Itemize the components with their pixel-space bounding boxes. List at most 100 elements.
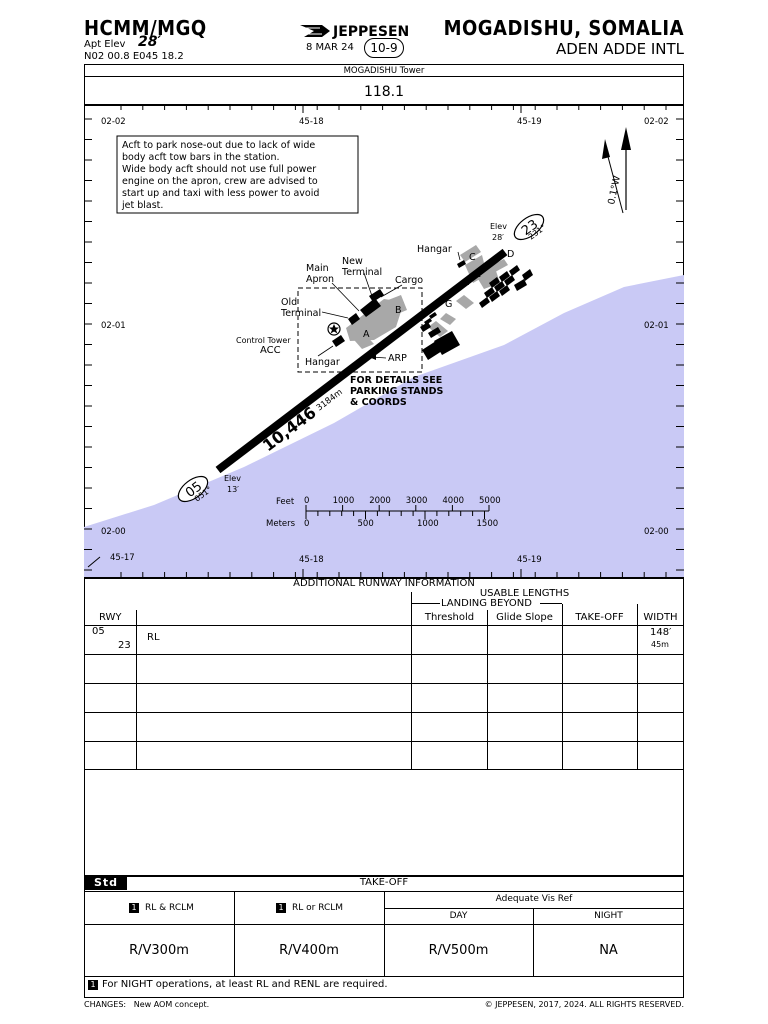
- label-main-apron-1: Main: [306, 263, 329, 274]
- adequate-vis-ref: Adequate Vis Ref: [495, 894, 573, 904]
- scale-feet-tick: 1000: [333, 496, 355, 506]
- col-day: DAY: [449, 911, 468, 921]
- lat-label-mid-left: 02-01: [101, 321, 126, 331]
- label-acc: ACC: [260, 345, 281, 356]
- elev-23-label: Elev: [490, 222, 507, 231]
- runway-info-title: ADDITIONAL RUNWAY INFORMATION: [293, 578, 475, 589]
- landing-beyond: LANDING BEYOND: [441, 598, 532, 609]
- note-line: Acft to park nose-out due to lack of wid…: [122, 140, 315, 151]
- takeoff-val1: R/V300m: [129, 943, 189, 958]
- taxiway-f: F: [467, 277, 472, 288]
- lat-label-bottom-right: 02-00: [644, 527, 669, 537]
- taxiway-g: G: [445, 299, 452, 310]
- scale-meter-tick: 1000: [417, 519, 439, 529]
- terminal-block: [509, 265, 520, 276]
- col-glide-slope: Glide Slope: [496, 612, 553, 623]
- airport-coords: N02 00.8 E045 18.2: [84, 51, 184, 62]
- takeoff-val2: R/V400m: [279, 943, 339, 958]
- runway-05-23[interactable]: [215, 248, 508, 474]
- note-line: Wide body acft should not use full power: [122, 164, 316, 175]
- elev-23-value: 28′: [492, 233, 504, 242]
- airport-diagram[interactable]: 02-02 02-02 02-01 02-01 02-00 02-00 45-1…: [84, 105, 684, 577]
- airport-code: HCMM/MGQ: [84, 16, 207, 40]
- label-new-terminal-2: Terminal: [341, 267, 382, 278]
- label-old-terminal-1: Old: [281, 297, 297, 308]
- row-rwy-05: 05: [92, 626, 105, 637]
- sea-area: [84, 275, 684, 577]
- label-hangar-ne: Hangar: [417, 244, 452, 255]
- takeoff-title: TAKE-OFF: [359, 877, 409, 888]
- taxiway-a: A: [363, 329, 370, 340]
- lon-label-top-2: 45-19: [517, 117, 542, 127]
- airport-name: ADEN ADDE INTL: [555, 40, 684, 58]
- lon-label-bottom-2: 45-19: [517, 555, 542, 565]
- apt-elev-value: 28′: [138, 34, 162, 50]
- terminal-block: [484, 287, 495, 298]
- terminal-block: [522, 269, 533, 281]
- terminal-block: [499, 285, 510, 296]
- row-width-m: 45m: [651, 640, 669, 649]
- tower-label: MOGADISHU Tower: [343, 66, 425, 76]
- runway-end-05[interactable]: 05: [174, 472, 212, 507]
- col-rwy: RWY: [99, 612, 122, 623]
- scale-meter-tick: 500: [358, 519, 374, 529]
- row-width-ft: 148′: [650, 627, 672, 638]
- col-threshold: Threshold: [424, 612, 475, 623]
- terminal-block: [514, 279, 527, 291]
- label-main-apron-2: Apron: [306, 274, 334, 285]
- buildings: [332, 260, 466, 360]
- std-badge: Std: [85, 876, 127, 890]
- row-lights: RL: [147, 632, 160, 643]
- scale-feet-tick: 2000: [369, 496, 391, 506]
- lat-label-bottom-left: 02-00: [101, 527, 126, 537]
- note-marker-1: 1: [129, 903, 139, 913]
- scale-feet-tick: 3000: [406, 496, 428, 506]
- note-line: engine on the apron, crew are advised to: [122, 176, 318, 187]
- jeppesen-logo-icon: JEPPESEN: [300, 24, 409, 40]
- scale-feet-tick: 5000: [479, 496, 501, 506]
- tower-frequency: 118.1: [363, 84, 405, 100]
- parking-note: Acft to park nose-out due to lack of wid…: [121, 140, 319, 211]
- chart-number: 10-9: [364, 38, 404, 58]
- takeoff-val4: NA: [599, 943, 618, 958]
- col-width: WIDTH: [643, 612, 678, 623]
- label-hangar-sw: Hangar: [305, 357, 340, 368]
- details-note-2: PARKING STANDS: [350, 386, 443, 397]
- takeoff-col2: RL or RCLM: [292, 903, 344, 913]
- taxiway-c: C: [469, 252, 476, 263]
- svg-text:Meters: Meters: [266, 519, 296, 529]
- takeoff-col1: RL & RCLM: [145, 903, 194, 913]
- details-note-1: FOR DETAILS SEE: [350, 375, 442, 386]
- taxiway-e: E: [475, 269, 481, 280]
- label-cargo: Cargo: [395, 275, 423, 286]
- changes-note: CHANGES: New AOM concept.: [84, 1000, 210, 1009]
- note-box: [116, 135, 359, 214]
- lon-label-bottom-1: 45-18: [299, 555, 324, 565]
- city-name: MOGADISHU, SOMALIA: [443, 16, 684, 40]
- svg-text:Feet: Feet: [276, 497, 295, 507]
- scale-meter-tick: 0: [304, 519, 309, 529]
- scale-meter-tick: 1500: [477, 519, 499, 529]
- taxiway-d: D: [507, 249, 514, 260]
- label-control-tower: Control Tower: [236, 336, 291, 345]
- lat-label-top-left: 02-02: [101, 117, 126, 127]
- row-rwy-23: 23: [118, 640, 131, 651]
- chart-date: 8 MAR 24: [306, 42, 354, 53]
- lon-label-top-1: 45-18: [299, 117, 324, 127]
- terminal-block: [504, 275, 515, 286]
- label-arp: ARP: [388, 353, 407, 364]
- runway-end-23[interactable]: 23: [510, 210, 548, 245]
- elev-05-value: 13′: [227, 485, 239, 494]
- note-line: start up and taxi with less power to avo…: [122, 188, 319, 199]
- lat-label-top-right: 02-02: [644, 117, 669, 127]
- magnetic-variation: 0.1°W: [606, 174, 623, 205]
- lat-label-mid-right: 02-01: [644, 321, 669, 331]
- taxiway-b: B: [395, 305, 402, 316]
- terminal-block: [479, 297, 490, 308]
- north-arrow-icon: [602, 127, 631, 214]
- terminal-block: [494, 281, 505, 292]
- brand-text: JEPPESEN: [332, 24, 409, 40]
- details-note-3: & COORDS: [350, 397, 407, 408]
- col-night: NIGHT: [594, 911, 623, 921]
